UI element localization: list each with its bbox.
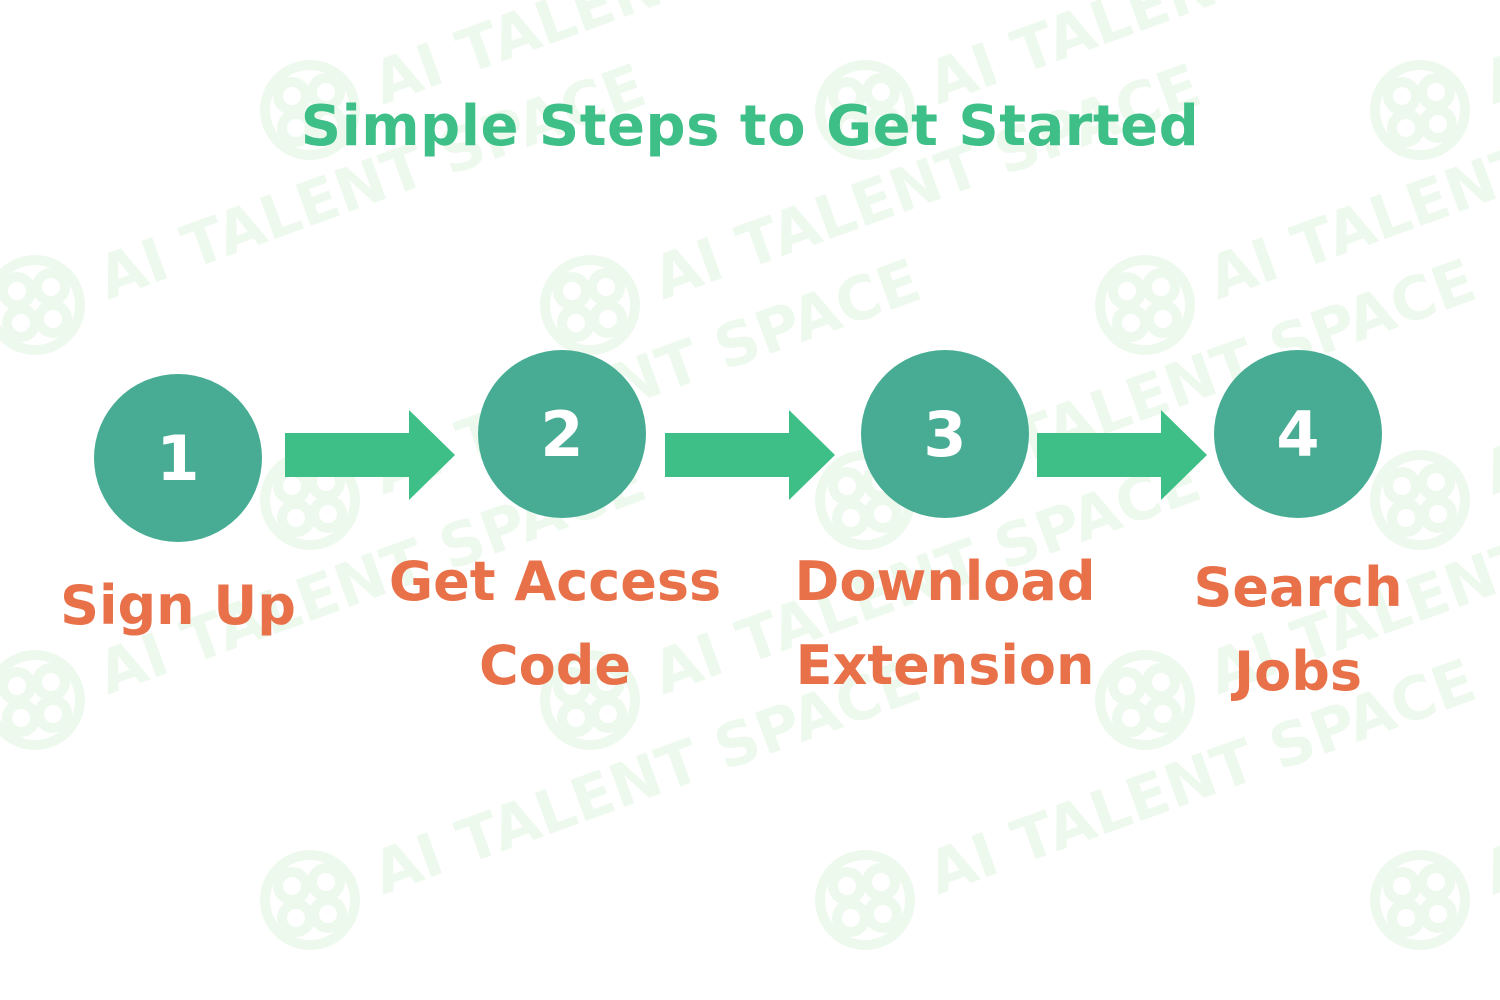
brain-logo-icon [1095,255,1195,355]
right-arrow-icon [665,410,835,500]
step-3-label-line-1: Download [794,550,1096,613]
brain-logo-icon [0,650,85,750]
step-4-number: 4 [1276,397,1320,471]
step-4-label-line-2: Jobs [1234,640,1362,703]
brain-logo-icon [815,850,915,950]
brain-logo-icon [1370,450,1470,550]
watermark-text: AI TALENT SPACE [644,51,1210,314]
watermark-text: AI TALENT SPACE [1474,246,1500,509]
step-1-label-line: Sign Up [60,574,296,637]
page-title: Simple Steps to Get Started [300,94,1200,159]
step-1-number: 1 [156,421,200,495]
step-4-label-line-1: Search [1193,556,1403,619]
step-1-label: Sign Up [0,564,368,648]
step-4-label: Search Jobs [1108,546,1488,714]
step-2-label: Get Access Code [365,540,745,708]
brain-logo-icon [260,850,360,950]
step-3-label-line-2: Extension [795,634,1095,697]
step-3-number: 3 [923,397,967,471]
step-3-circle: 3 [861,350,1029,518]
step-4-circle: 4 [1214,350,1382,518]
watermark-tile: AI TALENT SPACE [1370,246,1500,550]
step-2-number: 2 [540,397,584,471]
watermark-text: AI TALENT SPACE [89,51,655,314]
step-2-label-line-2: Code [478,634,631,697]
step-1-circle: 1 [94,374,262,542]
step-2-label-line-1: Get Access [388,550,722,613]
brain-logo-icon [0,255,85,355]
step-3-label: Download Extension [755,540,1135,708]
step-2-circle: 2 [478,350,646,518]
right-arrow-icon [1037,410,1207,500]
brain-logo-icon [540,255,640,355]
brain-logo-icon [1370,850,1470,950]
watermark-text: AI TALENT SPACE [1199,51,1500,314]
right-arrow-icon [285,410,455,500]
